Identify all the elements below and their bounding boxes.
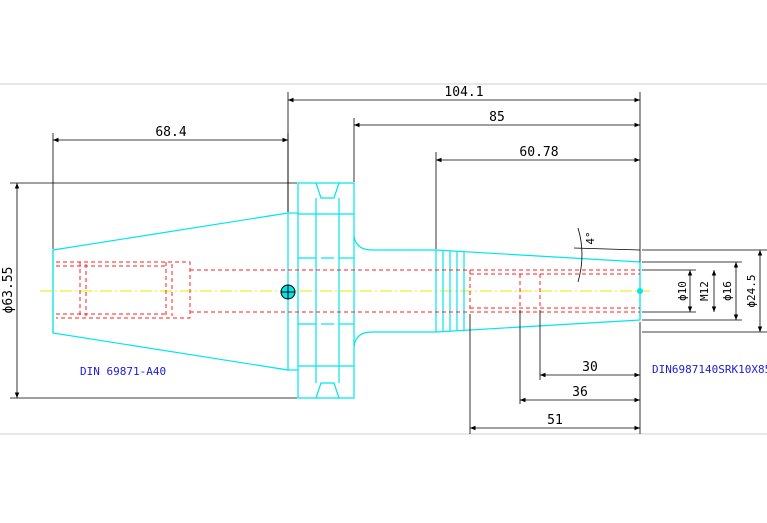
label-collet-standard: DIN6987140SRK10X85 (652, 363, 767, 376)
flange-vgroove-bottom (315, 382, 340, 399)
flange-vgroove-top (315, 182, 340, 199)
dim-nose-angle: 4° (584, 231, 597, 244)
dim-tip-diameter: ϕ16 (721, 281, 734, 301)
flange (297, 182, 355, 399)
dim-bore-depth-51: 51 (547, 413, 563, 428)
label-shank-standard: DIN 69871-A40 (80, 365, 166, 378)
dim-nose-diameter: ϕ24.5 (745, 274, 758, 307)
tool-outline (52, 182, 641, 399)
dim-bore-depth-30: 30 (582, 360, 598, 375)
dimension-lines (10, 92, 767, 434)
angle-arc (577, 227, 583, 283)
dim-flange-diameter: ϕ63.55 (1, 267, 16, 314)
collet-bore (470, 269, 640, 313)
dim-nose-length: 60.78 (519, 145, 558, 160)
drawbar-bore (56, 261, 191, 319)
dim-bore-depth-36: 36 (572, 385, 588, 400)
hidden-lines (56, 261, 640, 319)
center-marker-right (637, 288, 643, 294)
dim-taper-length: 68.4 (155, 125, 186, 140)
dim-thread-size: M12 (698, 281, 711, 301)
dim-overall-length: 104.1 (444, 85, 483, 100)
dim-bore-diameter: ϕ10 (676, 281, 689, 301)
dim-gauge-length: 85 (489, 110, 505, 125)
